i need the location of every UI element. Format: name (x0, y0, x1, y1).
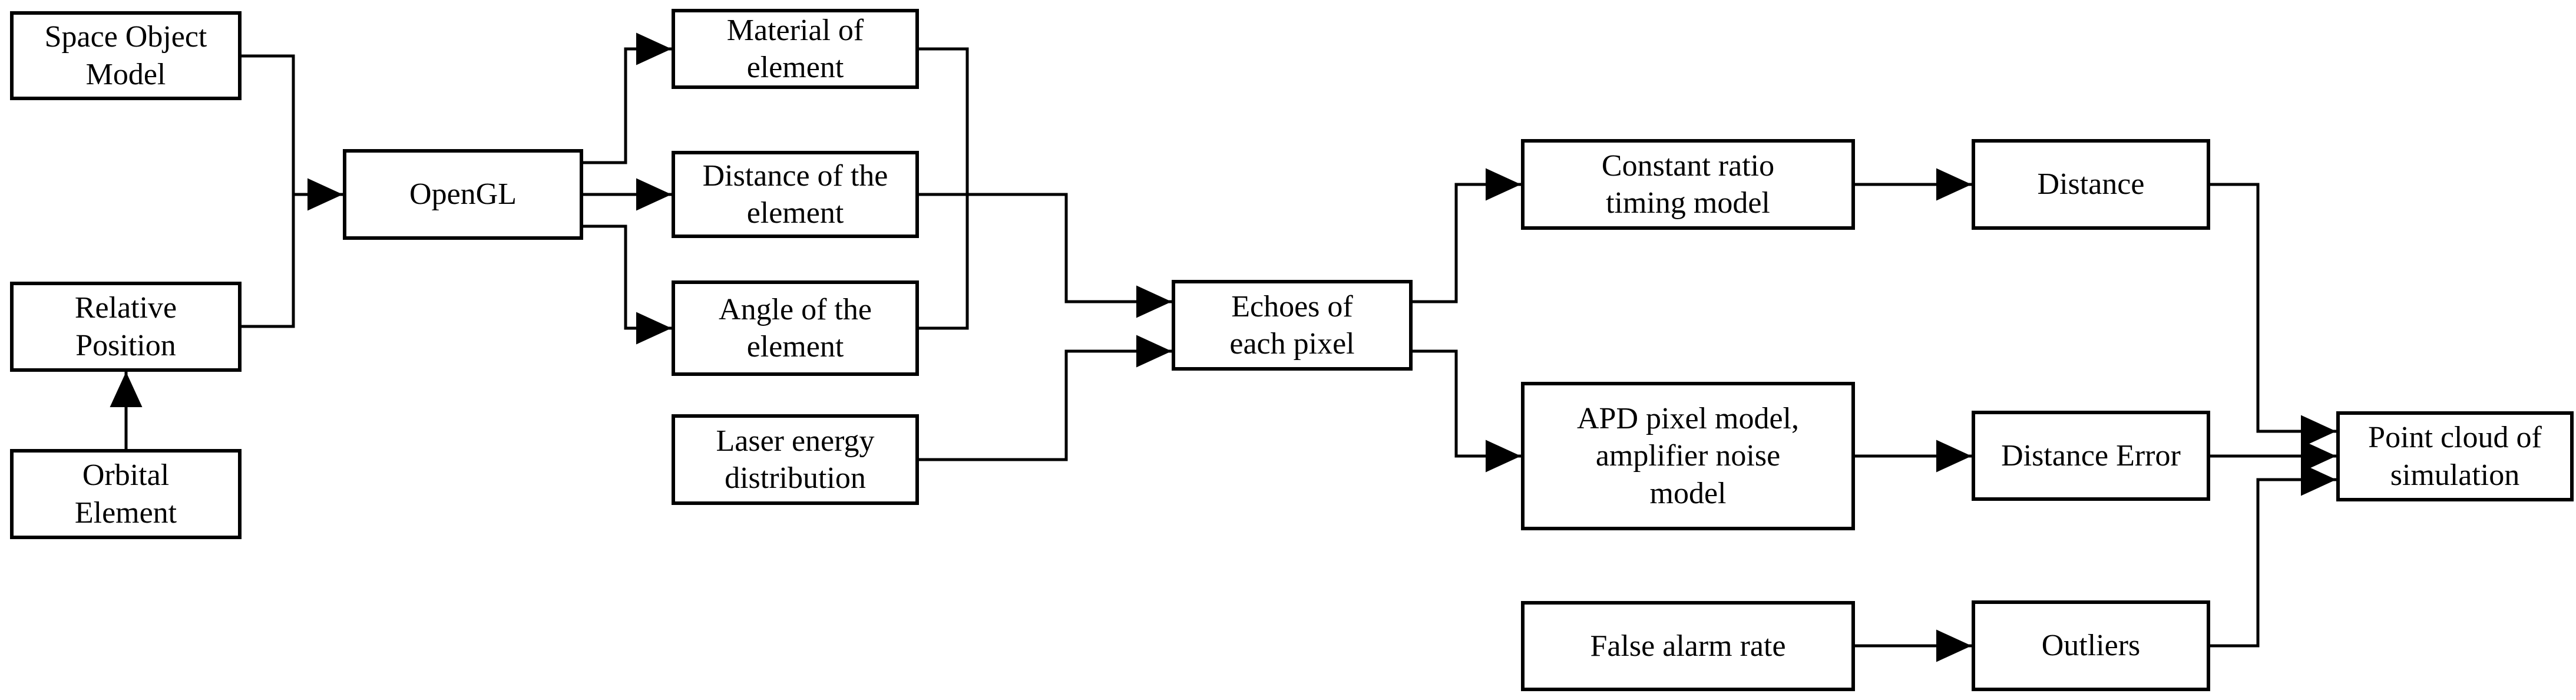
node-angle-of-element: Angle of the element (672, 280, 919, 376)
node-material-of-element: Material of element (672, 9, 919, 89)
node-outliers: Outliers (1972, 600, 2210, 691)
edge-outliers-to-point-cloud (2210, 463, 2336, 648)
node-opengl: OpenGL (343, 149, 583, 240)
edge-laser-energy-to-echoes (919, 335, 1172, 461)
node-relative-position: Relative Position (10, 282, 242, 372)
node-distance: Distance (1972, 139, 2210, 230)
node-laser-energy-distribution: Laser energy distribution (672, 414, 919, 505)
node-space-object-model: Space Object Model (10, 11, 242, 100)
edge-echoes-to-constant-ratio (1413, 168, 1521, 303)
node-false-alarm-rate: False alarm rate (1521, 601, 1855, 691)
edge-distance-of-element-to-echoes (919, 193, 1172, 318)
node-constant-ratio-timing-model: Constant ratio timing model (1521, 139, 1855, 230)
edge-material-of-element-to-merge (919, 47, 969, 194)
node-apd-pixel-model: APD pixel model, amplifier noise model (1521, 382, 1855, 530)
edge-relative-position-to-junction (242, 194, 295, 328)
edge-distance-to-point-cloud (2210, 183, 2336, 448)
edge-echoes-to-apd-pixel-model (1413, 349, 1521, 473)
edge-angle-of-element-to-merge (919, 194, 969, 330)
node-point-cloud-of-simulation: Point cloud of simulation (2336, 411, 2574, 501)
edge-group (110, 32, 2336, 662)
node-distance-error: Distance Error (1972, 411, 2210, 501)
node-orbital-element: Orbital Element (10, 449, 242, 539)
node-distance-of-element: Distance of the element (672, 151, 919, 238)
edge-space-object-model-to-junction (242, 54, 295, 194)
node-echoes-of-each-pixel: Echoes of each pixel (1172, 280, 1413, 371)
edge-opengl-to-material-of-element (583, 32, 672, 164)
edge-opengl-to-angle-of-element (583, 224, 672, 345)
